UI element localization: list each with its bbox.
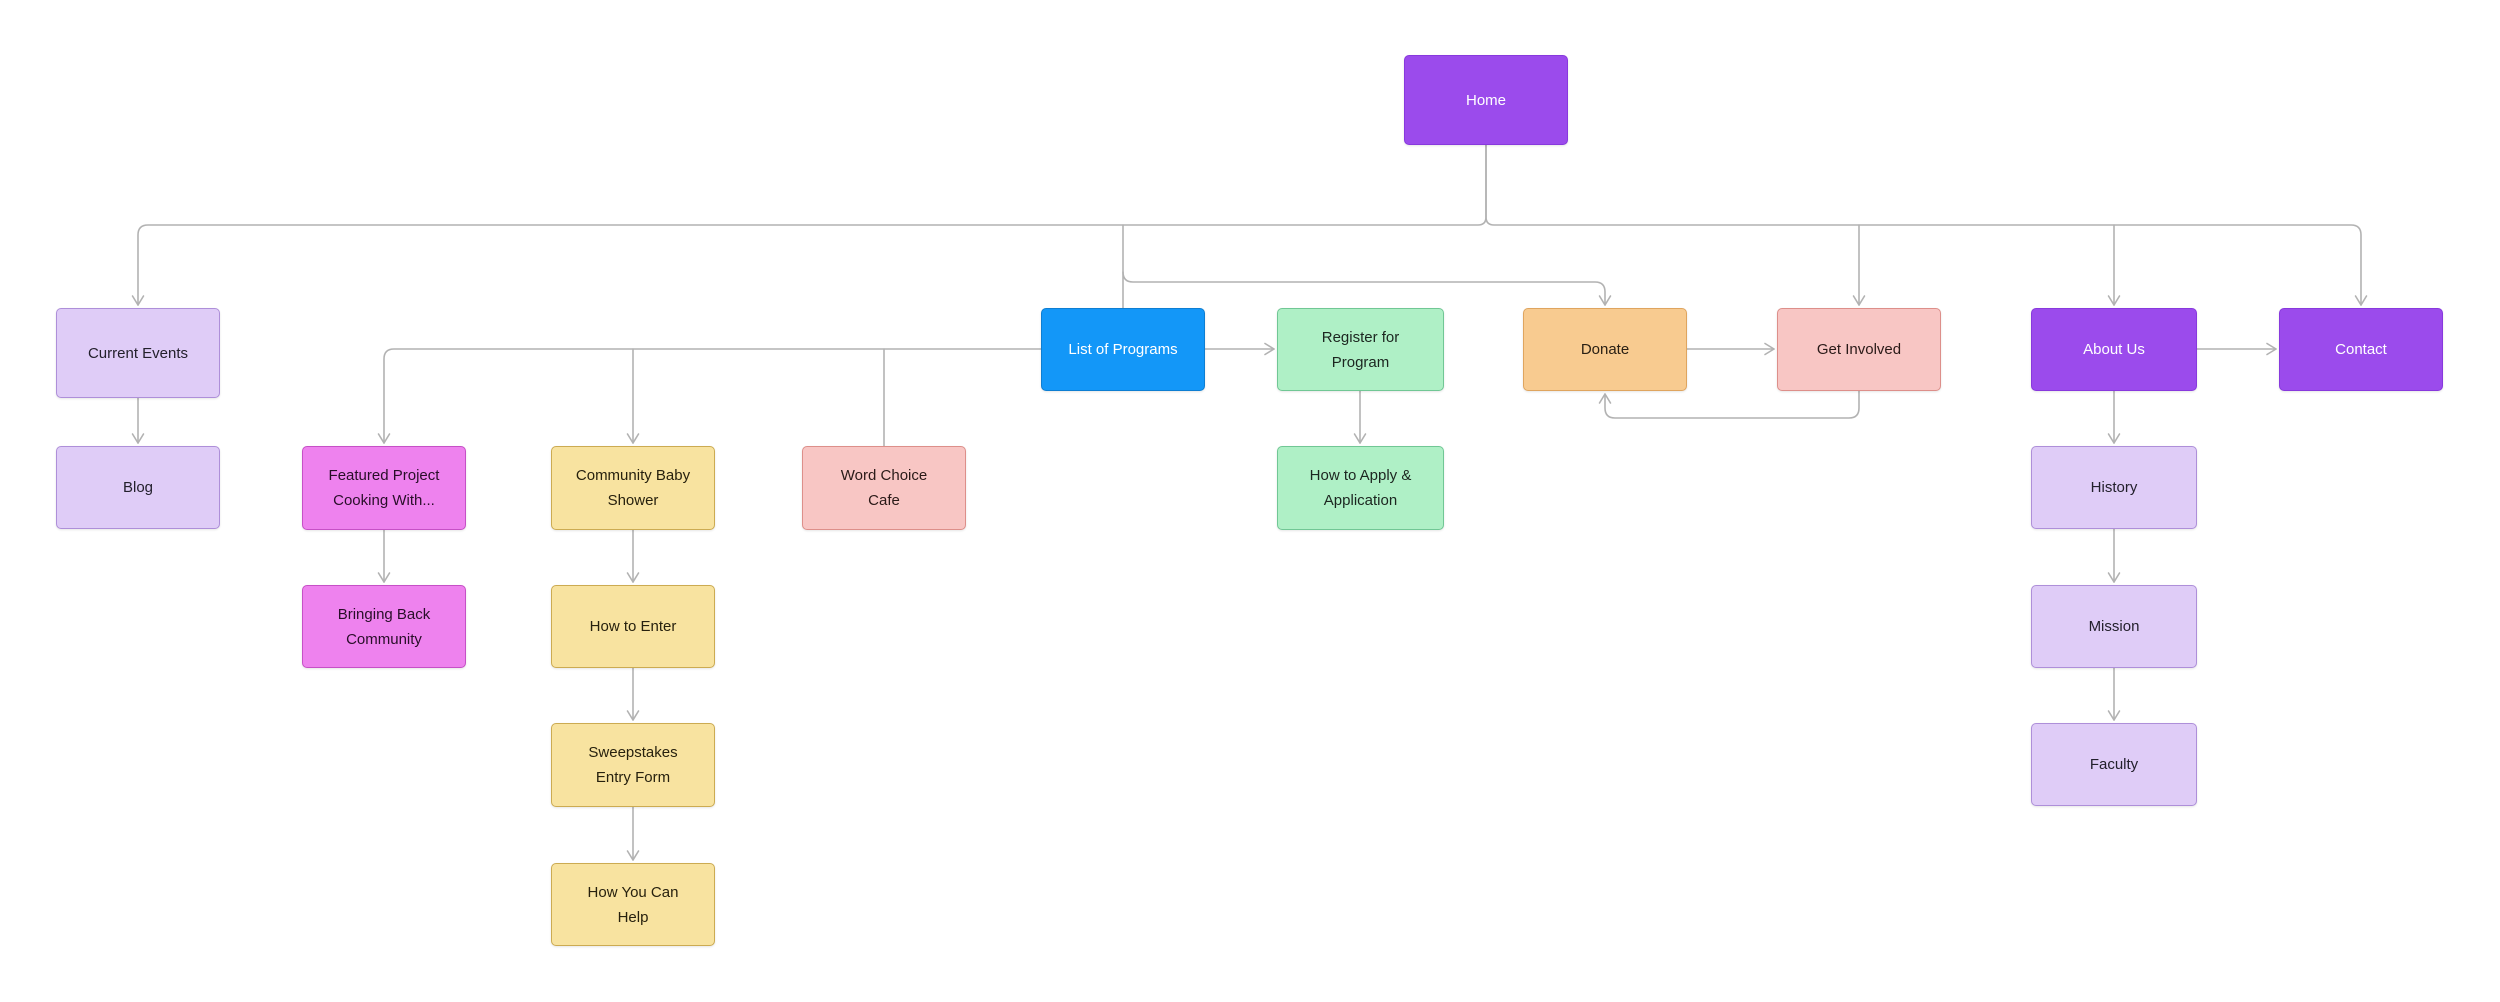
- node-get-involved[interactable]: Get Involved: [1777, 308, 1941, 391]
- edge-home-donate: [1122, 271, 1612, 306]
- node-word-choice-cafe[interactable]: Word Choice Cafe: [802, 446, 966, 530]
- node-sweepstakes-entry-form[interactable]: Sweepstakes Entry Form: [551, 723, 715, 807]
- node-mission[interactable]: Mission: [2031, 585, 2197, 668]
- node-how-you-can-help[interactable]: How You Can Help: [551, 863, 715, 946]
- node-label: Featured Project Cooking With...: [328, 467, 440, 509]
- node-label: Sweepstakes Entry Form: [588, 744, 678, 786]
- node-current-events[interactable]: Current Events: [56, 308, 220, 398]
- node-label: Current Events: [87, 344, 189, 362]
- node-label: How You Can Help: [587, 883, 679, 926]
- node-label: Home: [1465, 91, 1506, 109]
- node-donate[interactable]: Donate: [1523, 308, 1687, 391]
- node-label: How to Enter: [589, 618, 677, 635]
- node-label: Donate: [1580, 341, 1630, 358]
- node-how-to-apply[interactable]: How to Apply & Application: [1277, 446, 1444, 530]
- node-label: Community Baby Shower: [575, 467, 691, 509]
- edge-home-current-events: [131, 144, 1487, 306]
- node-history[interactable]: History: [2031, 446, 2197, 529]
- edge-get-involved-donate-loop: [1598, 390, 1860, 419]
- node-contact[interactable]: Contact: [2279, 308, 2443, 391]
- node-featured-project[interactable]: Featured Project Cooking With...: [302, 446, 466, 530]
- node-label: Faculty: [2089, 756, 2139, 773]
- edge-home-contact: [1485, 144, 2368, 306]
- node-label: List of Programs: [1068, 341, 1178, 358]
- node-community-baby-shower[interactable]: Community Baby Shower: [551, 446, 715, 530]
- node-label: Contact: [2335, 341, 2387, 358]
- node-bringing-back-community[interactable]: Bringing Back Community: [302, 585, 466, 668]
- node-label: Word Choice Cafe: [840, 467, 928, 509]
- node-label: History: [2090, 479, 2138, 496]
- node-label: Get Involved: [1816, 341, 1902, 358]
- edge-list-of-programs-featured-project: [377, 348, 1042, 444]
- node-label: About Us: [2083, 341, 2145, 358]
- node-label: Mission: [2088, 618, 2140, 635]
- node-label: Blog: [122, 479, 154, 496]
- node-how-to-enter[interactable]: How to Enter: [551, 585, 715, 668]
- node-blog[interactable]: Blog: [56, 446, 220, 529]
- node-label: How to Apply & Application: [1309, 467, 1412, 509]
- node-about-us[interactable]: About Us: [2031, 308, 2197, 391]
- node-list-of-programs[interactable]: List of Programs: [1041, 308, 1205, 391]
- node-register-for-program[interactable]: Register for Program: [1277, 308, 1444, 391]
- node-label: Register for Program: [1321, 328, 1400, 371]
- node-home[interactable]: Home: [1404, 55, 1568, 145]
- node-faculty[interactable]: Faculty: [2031, 723, 2197, 806]
- node-label: Bringing Back Community: [337, 605, 431, 648]
